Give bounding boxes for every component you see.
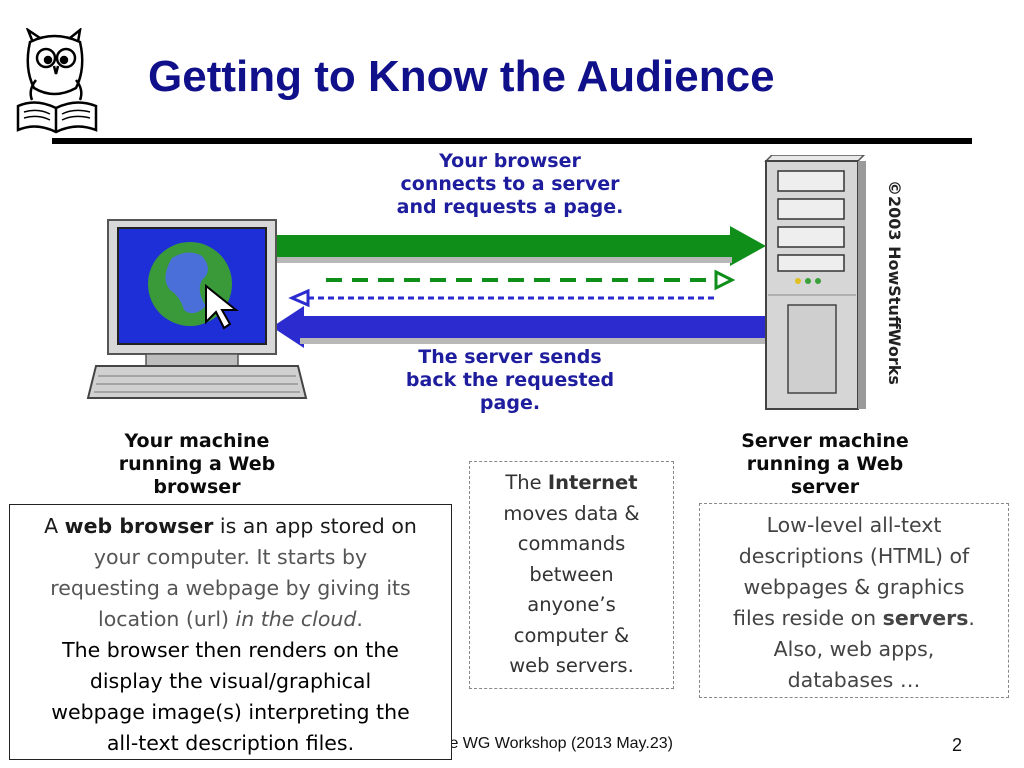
note-line: web servers.: [509, 654, 634, 677]
note-line: anyone’s: [527, 593, 616, 616]
owl-reading-logo: [16, 28, 98, 134]
dashed-link-arrows: [288, 269, 736, 308]
note-line: webpage image(s) interpreting the: [51, 700, 410, 724]
note-line: all-text description files.: [106, 731, 355, 755]
note-text: The: [505, 471, 548, 494]
internet-note-box: The Internet moves data & commands betwe…: [469, 461, 674, 689]
note-text: .: [968, 606, 975, 630]
note-line: files reside on servers.: [700, 603, 1008, 634]
note-line: Low-level all-text: [766, 513, 942, 537]
request-caption: Your browser connects to a server and re…: [360, 150, 660, 218]
note-bold-text: web browser: [64, 514, 214, 538]
caption-line: The server sends: [418, 346, 602, 368]
note-italic-text: in the cloud: [235, 607, 357, 631]
caption-line: Your machine: [124, 430, 270, 452]
response-caption: The server sends back the requested page…: [370, 346, 650, 414]
note-bold-text: servers: [882, 606, 969, 630]
request-arrow: [270, 226, 766, 266]
caption-line: back the requested: [405, 368, 615, 391]
browser-note-box: A web browser is an app stored on your c…: [9, 504, 452, 760]
caption-line: Your browser: [439, 150, 581, 172]
caption-line: server: [790, 475, 860, 498]
page-number: 2: [952, 735, 963, 755]
caption-line: browser: [153, 475, 241, 498]
note-line: between: [529, 562, 614, 586]
note-line: moves data &: [503, 501, 640, 525]
copyright-notice: ©2003 HowStuffWorks: [885, 180, 904, 385]
note-line: A web browser is an app stored on: [10, 511, 451, 542]
caption-line: running a Web: [746, 452, 904, 475]
client-computer-icon: [86, 219, 308, 399]
client-caption: Your machine running a Web browser: [82, 430, 312, 498]
caption-line: page.: [479, 391, 541, 414]
note-text: A: [44, 514, 65, 538]
note-line: databases …: [787, 668, 921, 692]
note-text: .: [356, 607, 363, 631]
caption-line: connects to a server: [400, 172, 620, 195]
note-line: Also, web apps,: [773, 637, 935, 661]
note-bold-text: Internet: [547, 471, 638, 494]
caption-line: Server machine: [741, 430, 909, 452]
note-line: location (url) in the cloud.: [10, 604, 451, 635]
note-line: The browser then renders on the: [62, 638, 399, 662]
note-line: commands: [517, 532, 626, 555]
note-line: The Internet: [470, 468, 673, 499]
note-line: display the visual/graphical: [89, 669, 372, 693]
note-line: your computer. It starts by: [93, 545, 368, 569]
note-line: webpages & graphics: [743, 575, 965, 599]
note-text: files reside on: [733, 606, 883, 630]
copyright-text: ©2003 HowStuffWorks: [885, 180, 904, 385]
footer-text: te WG Workshop (2013 May.23): [445, 735, 673, 752]
note-line: requesting a webpage by giving its: [50, 576, 411, 600]
caption-line: and requests a page.: [396, 195, 624, 218]
note-line: computer &: [513, 623, 630, 647]
note-text: is an app stored on: [213, 514, 417, 538]
server-caption: Server machine running a Web server: [700, 430, 950, 498]
note-text: location (url): [98, 607, 236, 631]
response-arrow: [272, 306, 768, 348]
caption-line: running a Web: [118, 452, 276, 475]
page-title: Getting to Know the Audience: [148, 52, 775, 101]
server-note-box: Low-level all-text descriptions (HTML) o…: [699, 503, 1009, 698]
note-line: descriptions (HTML) of: [738, 544, 970, 568]
title-divider: [52, 138, 972, 144]
server-tower-icon: [764, 155, 866, 410]
